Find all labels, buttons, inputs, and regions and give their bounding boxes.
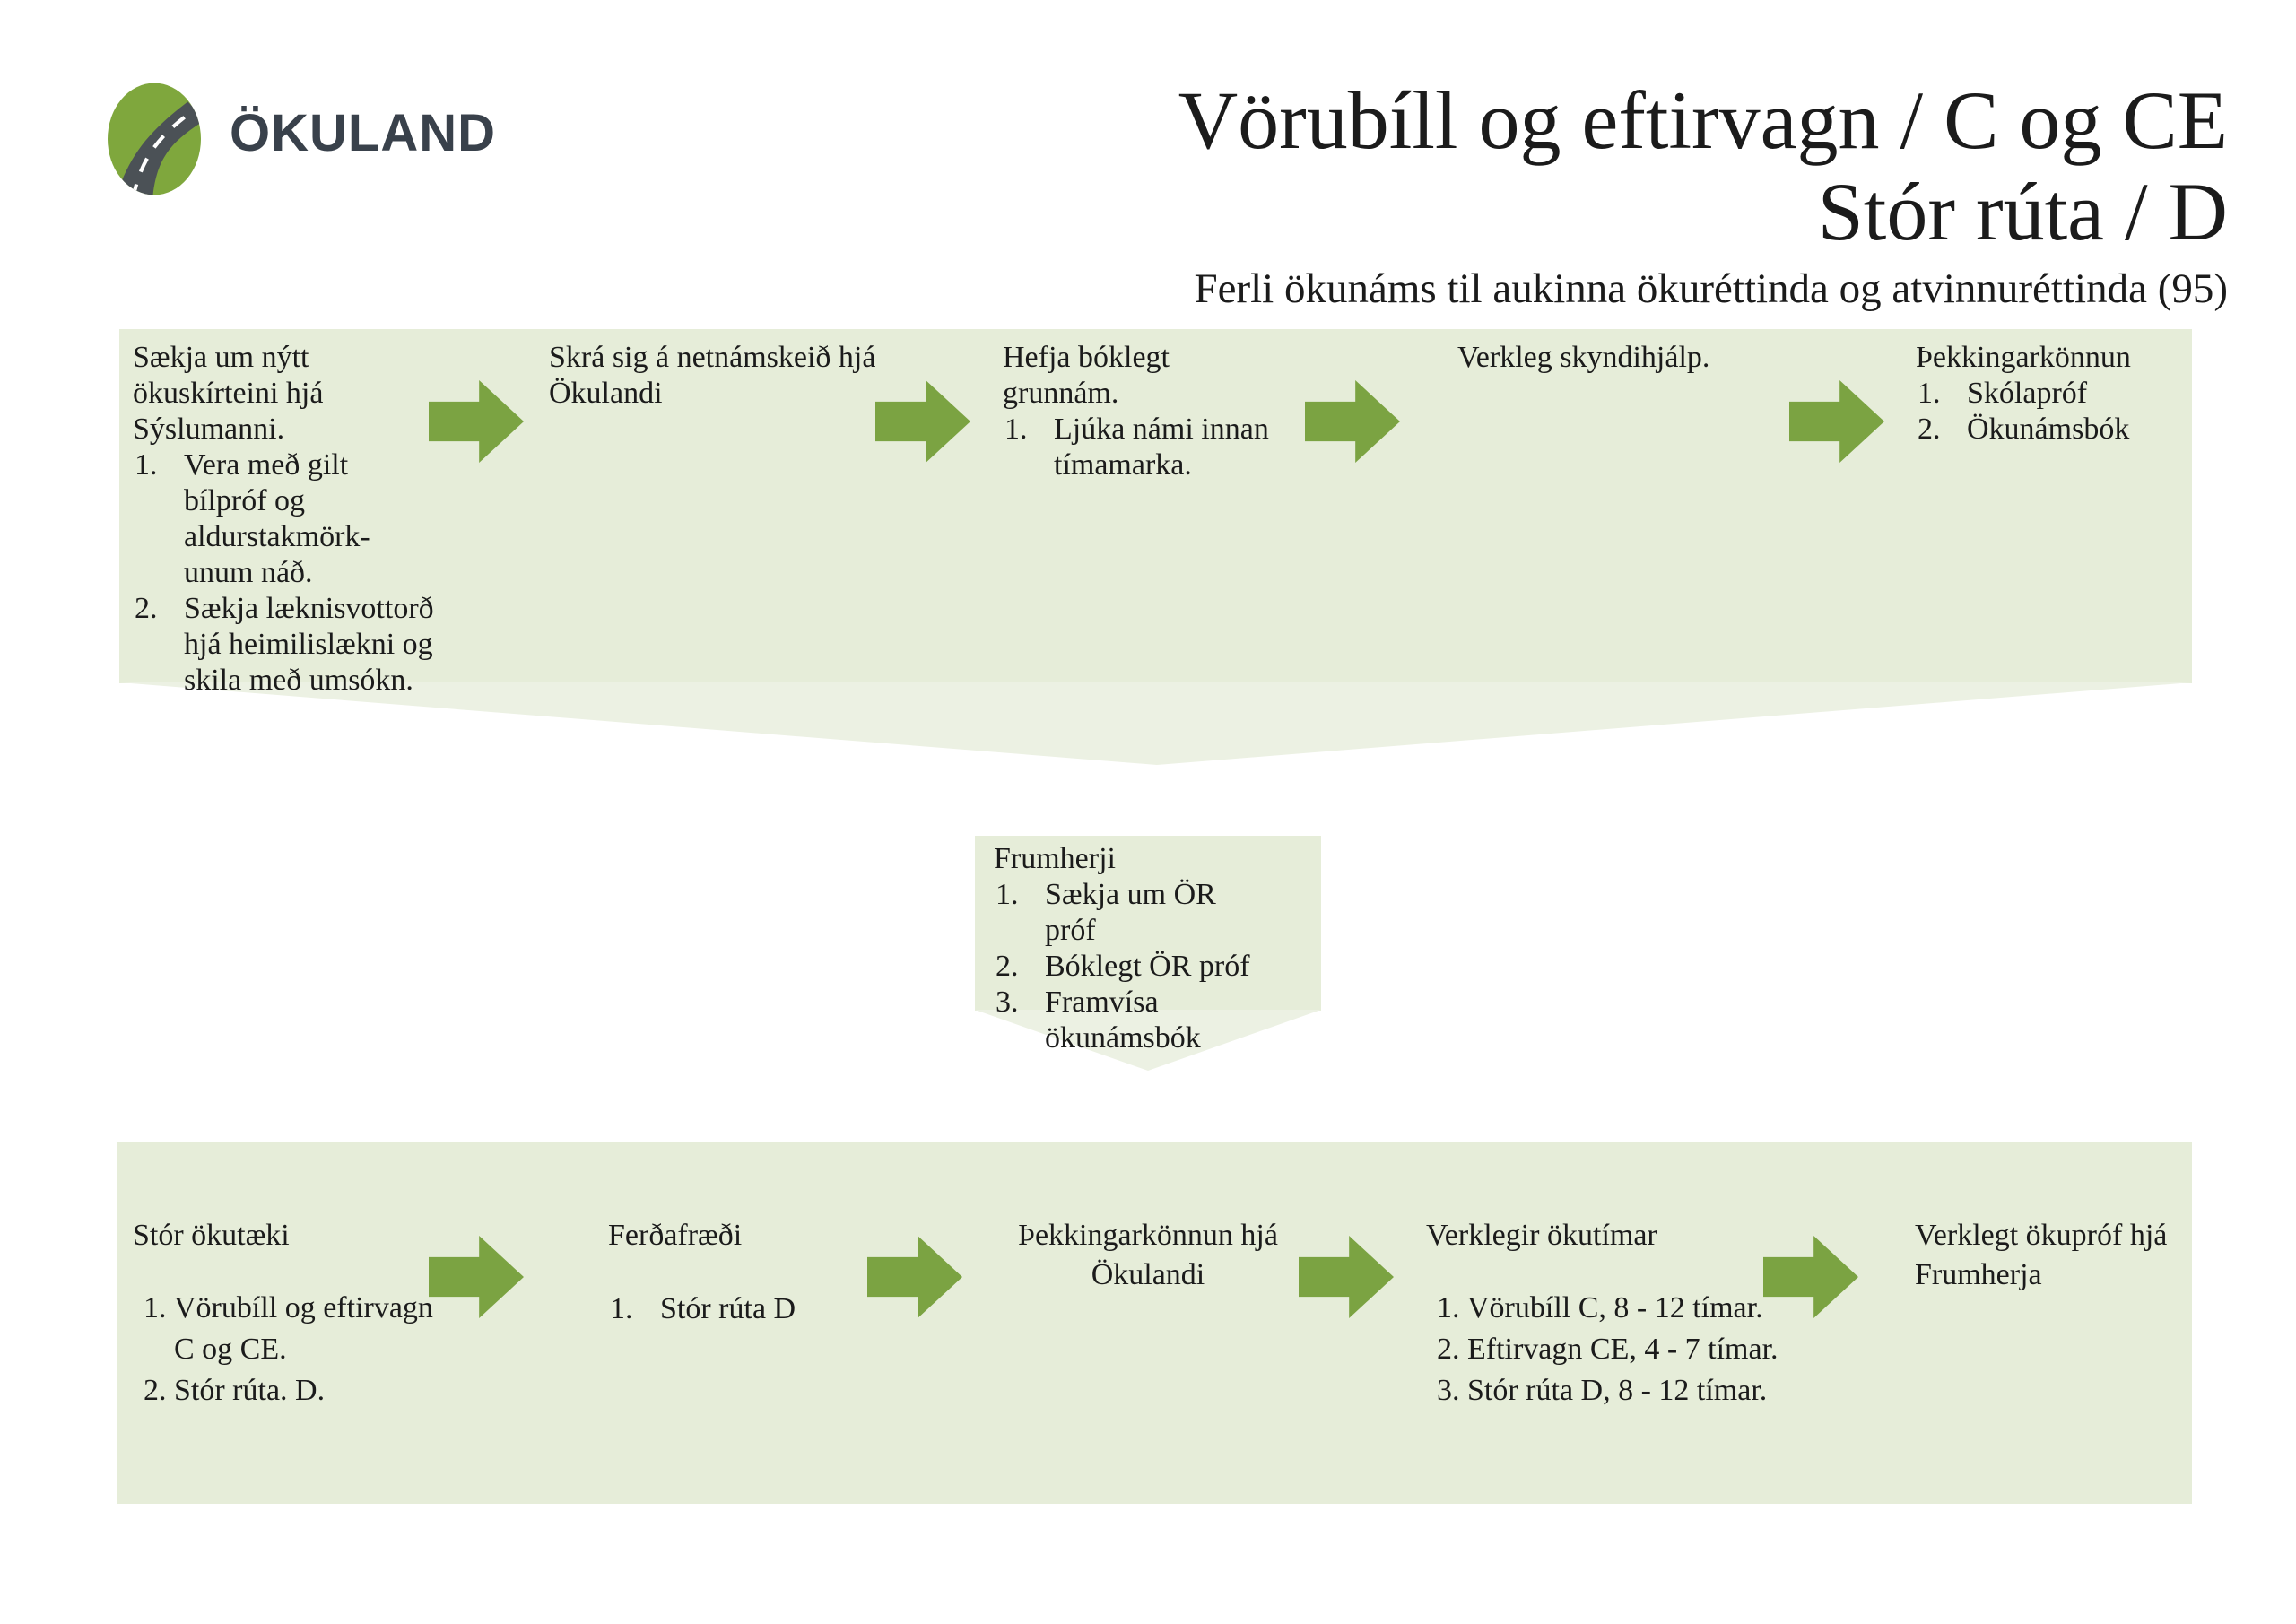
- page-subtitle: Ferli ökunáms til aukinna ökuréttinda og…: [1194, 265, 2228, 312]
- list-item: Stór rúta. D.: [144, 1370, 326, 1411]
- step-list: Ljúka námi innan tímamarka.: [1003, 412, 1272, 483]
- step-first-aid: Verkleg skyndihjálp.: [1457, 340, 1762, 376]
- list-item: Vörubíll C, 8 - 12 tímar.: [1437, 1288, 1763, 1329]
- step-title: Frumherji: [994, 842, 1116, 875]
- step-knowledge-check-okuland: Þekkingarkönnun hjá Ökulandi: [1000, 1216, 1296, 1295]
- step-title: Þekkingarkönnun: [1916, 341, 2131, 374]
- step-title: Stór ökutæki: [133, 1219, 290, 1252]
- step-frumherji: Frumherji Sækja um ÖR próf Bóklegt ÖR pr…: [994, 841, 1299, 1056]
- step-list: Vörubíll og eftirvagn C og CE. Stór rúta…: [133, 1288, 438, 1411]
- list-item: Eftirvagn CE, 4 - 7 tímar.: [1437, 1329, 1779, 1370]
- list-item: Framvísa ökunámsbók: [996, 985, 1201, 1055]
- step-title: Verklegt ökupróf hjá Frumherja: [1915, 1219, 2168, 1291]
- list-item: Bóklegt ÖR próf: [996, 949, 1250, 985]
- list-item: Vörubíll og eftirvagn C og CE.: [144, 1288, 433, 1366]
- step-title: Skrá sig á netnámskeið hjá Ökulandi: [549, 341, 876, 410]
- step-large-vehicles: Stór ökutæki Vörubíll og eftirvagn C og …: [133, 1216, 438, 1411]
- step-practical-exam: Verklegt ökupróf hjá Frumherja: [1915, 1216, 2184, 1295]
- step-title: Hefja bóklegt grunnám.: [1003, 341, 1170, 410]
- list-item: Ljúka námi innan tímamarka.: [1004, 412, 1269, 482]
- okuland-logo-icon: [108, 83, 201, 195]
- step-register-online-course: Skrá sig á netnámskeið hjá Ökulandi: [549, 340, 891, 412]
- step-title: Ferðafræði: [608, 1219, 743, 1252]
- step-list: Sækja um ÖR próf Bóklegt ÖR próf Framvís…: [994, 877, 1299, 1056]
- step-title: Sækja um nýtt ökuskírteini hjá Sýslumann…: [133, 341, 324, 446]
- brand-name: ÖKULAND: [230, 104, 496, 162]
- step-title: Verkleg skyndihjálp.: [1457, 341, 1710, 374]
- list-item: Skólapróf: [1918, 376, 2088, 412]
- step-title: Þekkingarkönnun hjá Ökulandi: [1018, 1219, 1278, 1291]
- list-item: Stór rúta D, 8 - 12 tímar.: [1437, 1370, 1768, 1411]
- bottom-process-band: [117, 1142, 2192, 1504]
- step-list: Vörubíll C, 8 - 12 tímar. Eftirvagn CE, …: [1426, 1288, 1812, 1411]
- list-item: Stór rúta D: [610, 1290, 796, 1329]
- list-item: Vera með gilt bílpróf og aldurstakmörk-u…: [135, 447, 370, 589]
- step-list: Stór rúta D: [608, 1290, 796, 1329]
- page-title-line1: Vörubíll og eftirvagn / C og CE: [1178, 74, 2228, 166]
- list-item: Sækja læknisvottorð hjá heimilislækni og…: [135, 591, 434, 697]
- step-list: Vera með gilt bílpróf og aldurstakmörk-u…: [133, 447, 434, 699]
- step-practical-driving-lessons: Verklegir ökutímar Vörubíll C, 8 - 12 tí…: [1426, 1216, 1812, 1411]
- list-item: Sækja um ÖR próf: [996, 877, 1216, 947]
- step-title: Verklegir ökutímar: [1426, 1219, 1657, 1252]
- list-item: Ökunámsbók: [1918, 412, 2130, 447]
- step-apply-license: Sækja um nýtt ökuskírteini hjá Sýslumann…: [133, 340, 434, 699]
- page-title-line2: Stór rúta / D: [1817, 166, 2228, 257]
- step-list: Skólapróf Ökunámsbók: [1916, 376, 2185, 447]
- step-travel-studies: Ferðafræði Stór rúta D: [608, 1216, 796, 1329]
- step-start-theory: Hefja bóklegt grunnám. Ljúka námi innan …: [1003, 340, 1272, 483]
- step-knowledge-check: Þekkingarkönnun Skólapróf Ökunámsbók: [1916, 340, 2185, 447]
